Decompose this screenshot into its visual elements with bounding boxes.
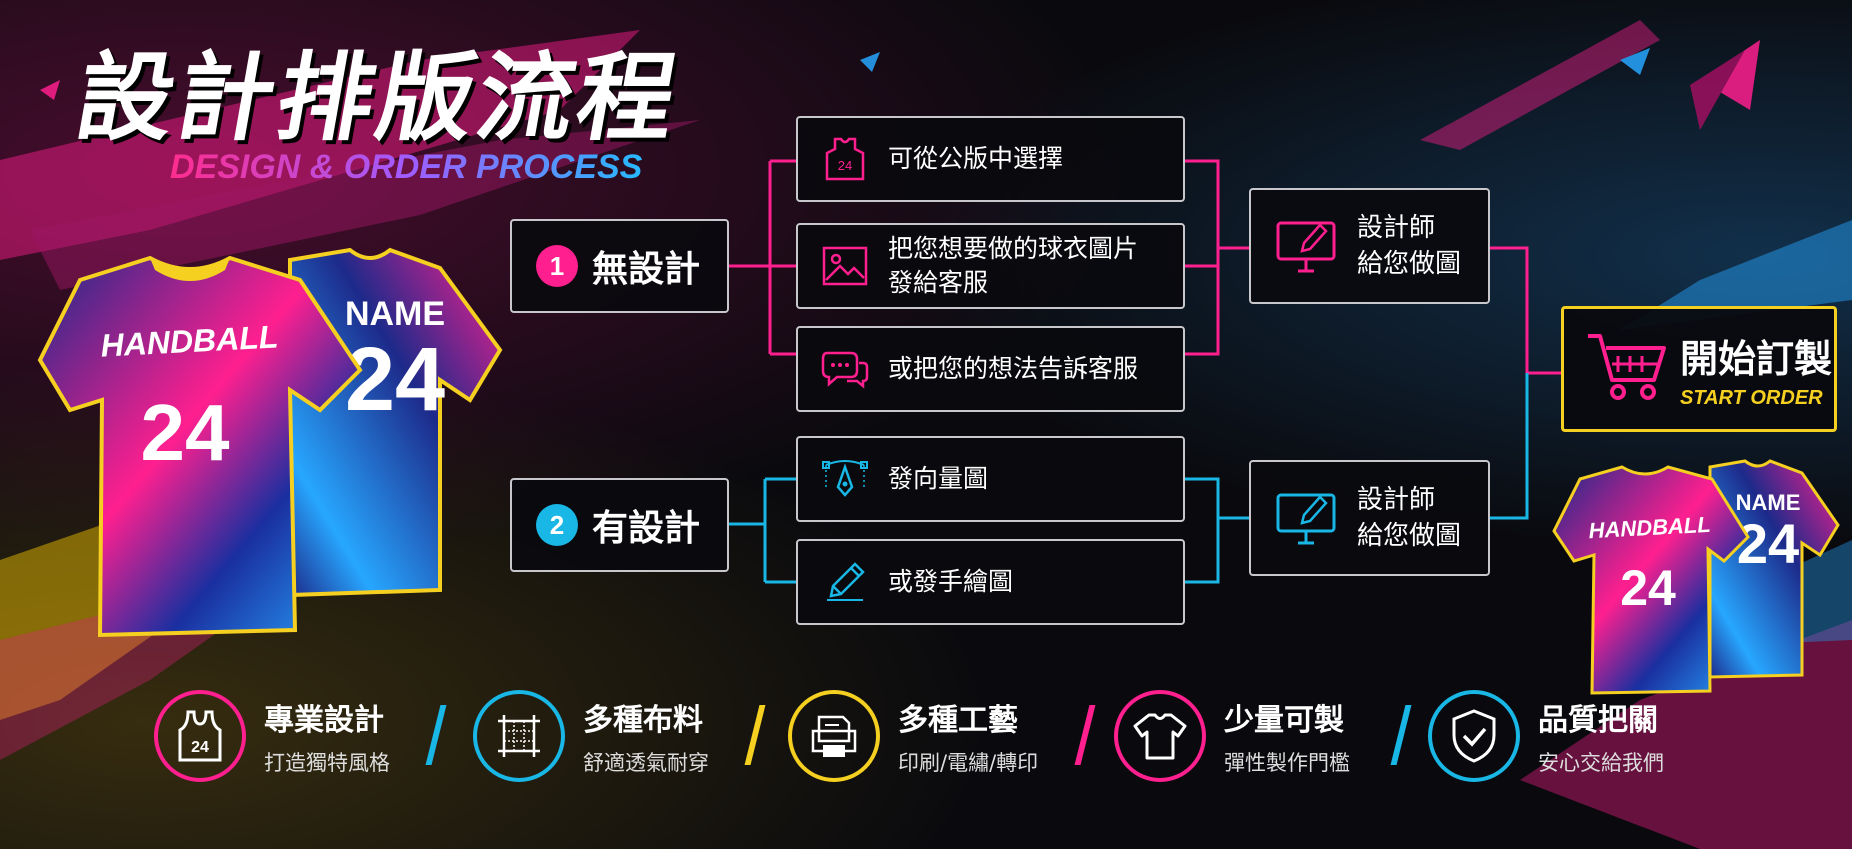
category-label: 有設計 xyxy=(592,508,701,549)
image-icon xyxy=(810,246,880,286)
feature-fabrics: 多種布料 舒適透氣耐穿 xyxy=(473,686,709,786)
category-label: 無設計 xyxy=(592,249,701,290)
step-number-1: 1 xyxy=(536,245,578,287)
svg-text:24: 24 xyxy=(191,739,209,756)
jersey-back-number: 24 xyxy=(345,330,445,430)
feature-pro-design: 24 專業設計 打造獨特風格 xyxy=(154,686,390,786)
category-with-design: 2 有設計 xyxy=(510,478,729,572)
jersey-front-number: 24 xyxy=(1620,560,1676,616)
step-number-2: 2 xyxy=(536,504,578,546)
option-text: 或發手繪圖 xyxy=(888,567,1014,596)
feature-title: 多種布料 xyxy=(583,703,703,738)
option-send-image: 把您想要做的球衣圖片 發給客服 xyxy=(796,223,1185,309)
feature-small-quantity: 少量可製 彈性製作門檻 xyxy=(1114,686,1350,786)
chat-bubble-icon xyxy=(810,349,880,389)
vector-pen-icon xyxy=(810,459,880,499)
feature-title: 品質把關 xyxy=(1538,703,1658,738)
feature-title: 少量可製 xyxy=(1224,703,1344,738)
feature-crafts: 多種工藝 印刷/電繡/轉印 xyxy=(788,686,1038,786)
feature-subtitle: 彈性製作門檻 xyxy=(1224,751,1350,775)
pencil-icon xyxy=(810,560,880,604)
option-send-vector: 發向量圖 xyxy=(796,436,1185,522)
jersey-illustration-large: NAME 24 HANDBALL 24 xyxy=(37,247,503,638)
feature-quality-control: 品質把關 安心交給我們 xyxy=(1428,686,1664,786)
feature-subtitle: 打造獨特風格 xyxy=(264,751,390,775)
printer-icon xyxy=(788,690,880,782)
feature-title: 專業設計 xyxy=(264,703,384,738)
tank-top-24-icon: 24 xyxy=(154,690,246,782)
tshirt-icon xyxy=(1114,690,1206,782)
fabric-icon xyxy=(473,690,565,782)
feature-subtitle: 印刷/電繡/轉印 xyxy=(898,751,1039,775)
jersey-back-number: 24 xyxy=(1737,512,1799,575)
feature-subtitle: 安心交給我們 xyxy=(1538,751,1664,775)
shopping-cart-icon xyxy=(1584,330,1668,409)
jersey-name-text: NAME xyxy=(1736,490,1801,515)
start-order-label-en: START ORDER xyxy=(1680,387,1823,409)
designer-text: 設計師 給您做圖 xyxy=(1357,485,1462,551)
option-text: 或把您的想法告訴客服 xyxy=(888,354,1139,383)
designer-box-no-design: 設計師 給您做圖 xyxy=(1249,188,1490,304)
option-text: 可從公版中選擇 xyxy=(888,144,1064,173)
svg-text:24: 24 xyxy=(838,158,852,173)
start-order-button[interactable]: 開始訂製 START ORDER xyxy=(1561,306,1837,432)
option-text: 把您想要做的球衣圖片 發給客服 xyxy=(888,234,1139,297)
shield-check-icon xyxy=(1428,690,1520,782)
jersey-name-text: NAME xyxy=(345,295,445,333)
designer-text: 設計師 給您做圖 xyxy=(1357,213,1462,279)
monitor-pen-icon xyxy=(1273,491,1343,545)
monitor-pen-icon xyxy=(1273,219,1343,273)
option-text: 發向量圖 xyxy=(888,464,989,493)
option-send-sketch: 或發手繪圖 xyxy=(796,539,1185,625)
start-order-label: 開始訂製 xyxy=(1680,337,1833,381)
designer-box-with-design: 設計師 給您做圖 xyxy=(1249,460,1490,576)
jersey-illustration-small: NAME 24 HANDBALL 24 xyxy=(1552,459,1840,695)
option-choose-template: 24 可從公版中選擇 xyxy=(796,116,1185,202)
feature-subtitle: 舒適透氣耐穿 xyxy=(583,751,709,775)
jersey-24-icon: 24 xyxy=(810,137,880,181)
option-tell-idea: 或把您的想法告訴客服 xyxy=(796,326,1185,412)
feature-title: 多種工藝 xyxy=(898,703,1018,738)
jersey-front-number: 24 xyxy=(141,388,230,477)
category-no-design: 1 無設計 xyxy=(510,219,729,313)
subtitle-english: DESIGN & ORDER PROCESS xyxy=(170,148,643,186)
